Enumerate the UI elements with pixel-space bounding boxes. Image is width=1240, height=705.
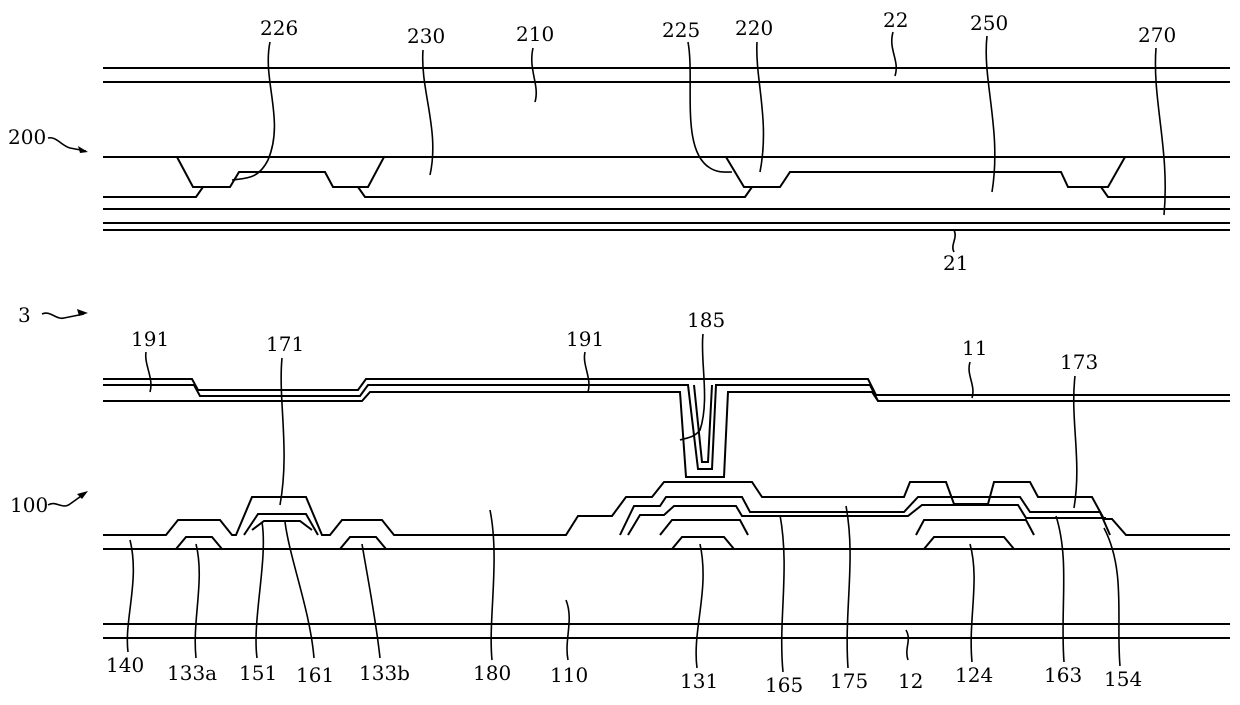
label-175: 175 <box>830 669 868 693</box>
label-210: 210 <box>516 22 554 46</box>
label-226: 226 <box>260 16 298 40</box>
gate-electrode-133a <box>176 537 222 549</box>
leader-12 <box>906 630 908 660</box>
leader-133a <box>195 544 199 658</box>
leader-220 <box>757 42 764 172</box>
label-22: 22 <box>883 8 908 32</box>
leader-100-arrow <box>48 494 84 506</box>
reference-labels: 226 230 210 225 220 22 250 270 200 21 3 … <box>8 8 1176 697</box>
label-131: 131 <box>680 669 718 693</box>
leader-140 <box>127 540 133 652</box>
leader-11 <box>969 362 973 398</box>
leader-175 <box>846 506 850 668</box>
label-180: 180 <box>473 661 511 685</box>
label-124: 124 <box>955 663 993 687</box>
pixel-electrode-191-line <box>103 385 1230 469</box>
lower-panel <box>103 379 1230 638</box>
leader-21 <box>953 230 955 252</box>
label-225: 225 <box>662 18 700 42</box>
leader-165 <box>780 515 784 672</box>
label-250: 250 <box>970 11 1008 35</box>
leader-163 <box>1056 516 1064 662</box>
label-185: 185 <box>687 308 725 332</box>
label-270: 270 <box>1138 23 1176 47</box>
label-165: 165 <box>765 673 803 697</box>
label-21: 21 <box>943 251 968 275</box>
leader-22 <box>892 32 896 76</box>
gate-electrode-131 <box>672 537 734 549</box>
ohmic-contact-161-outline <box>252 521 312 530</box>
label-151: 151 <box>239 661 277 685</box>
label-100: 100 <box>10 493 48 517</box>
label-230: 230 <box>407 24 445 48</box>
label-133b: 133b <box>359 661 410 685</box>
leader-133b <box>362 544 380 658</box>
label-163: 163 <box>1044 663 1082 687</box>
label-140: 140 <box>106 653 144 677</box>
leader-lines <box>42 32 1165 672</box>
label-191-left: 191 <box>131 327 169 351</box>
label-3: 3 <box>18 303 31 327</box>
light-blocking-member-right <box>726 157 1125 187</box>
leader-225 <box>688 42 732 172</box>
leader-250 <box>986 36 995 192</box>
semiconductor-151-outline <box>244 514 318 535</box>
leader-171 <box>280 358 284 505</box>
leader-124 <box>970 544 974 662</box>
label-161: 161 <box>296 663 334 687</box>
leader-131 <box>696 544 703 668</box>
leader-210 <box>532 48 536 102</box>
label-173: 173 <box>1060 350 1098 374</box>
label-133a: 133a <box>167 661 217 685</box>
label-11: 11 <box>962 336 987 360</box>
light-blocking-member-left <box>177 157 384 187</box>
label-200: 200 <box>8 125 46 149</box>
label-12: 12 <box>898 669 923 693</box>
leader-110 <box>566 600 569 660</box>
color-filter-bottom <box>103 187 1230 197</box>
label-220: 220 <box>735 16 773 40</box>
leader-270 <box>1155 48 1165 215</box>
gate-electrode-124 <box>924 537 1014 549</box>
label-154: 154 <box>1104 667 1142 691</box>
label-191-right: 191 <box>566 327 604 351</box>
arrow-200-head <box>78 146 88 153</box>
passivation-180-top <box>103 392 878 477</box>
leader-3-arrow <box>42 313 84 318</box>
label-171: 171 <box>266 332 304 356</box>
ohmic-contact-163-line <box>660 520 1034 535</box>
label-110: 110 <box>550 663 588 687</box>
leader-226 <box>232 42 274 180</box>
